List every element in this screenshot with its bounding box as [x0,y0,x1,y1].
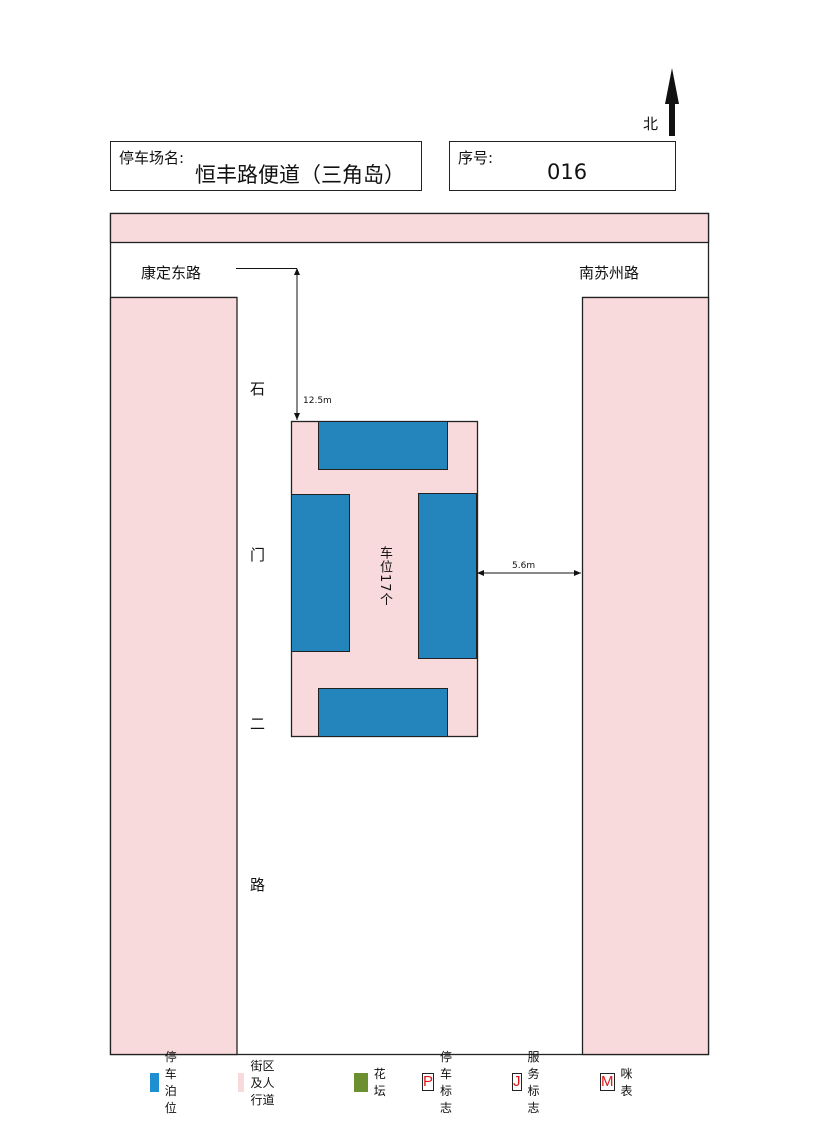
road-label-shimen-char-1: 石 [250,380,266,398]
legend-item-street: 街区及人行道 [238,1059,275,1107]
legend-item-flower-bed: 花坛 [354,1067,391,1098]
legend-item-meter: M 咪表 [600,1067,634,1098]
parking-bay-bottom [318,688,448,737]
north-arrow-icon [665,68,679,136]
legend-label: 停车标志 [440,1050,453,1115]
legend-label: 咪表 [620,1067,633,1098]
parking-name-box: 停车场名: 恒丰路便道（三角岛） [110,141,422,191]
parking-name-label: 停车场名: [119,149,185,167]
legend-label: 停车泊位 [164,1050,177,1115]
parking-bay-west [291,494,350,652]
street-block-east [581,296,710,1056]
road-label-nansuzhou: 南苏州路 [579,264,640,282]
sequence-box: 序号: 016 [449,141,676,191]
road-label-shimen-char-3: 二 [250,715,266,733]
parking-bay-east [418,493,477,659]
parking-bay-top [318,421,448,470]
north-label: 北 [643,115,659,133]
parking-spaces-label: 车位17个 [377,546,392,607]
road-label-shimen-char-4: 路 [250,876,266,894]
legend-item-parking: 停车泊位 [150,1050,187,1115]
street-block-north [109,212,710,244]
parking-name-value: 恒丰路便道（三角岛） [195,163,405,187]
legend-label: 街区及人行道 [250,1058,275,1107]
legend-item-service-sign: J 服务标志 [512,1050,546,1115]
service-sign-icon: J [512,1073,522,1091]
dimension-label-north: 12.5m [303,396,332,406]
legend-swatch-street [238,1072,245,1092]
sequence-value: 016 [547,160,588,184]
parking-sign-icon: P [422,1073,435,1091]
sequence-label: 序号: [458,149,494,167]
road-label-kangding: 康定东路 [141,264,202,282]
meter-icon: M [600,1073,615,1091]
legend-item-parking-sign: P 停车标志 [422,1050,456,1115]
legend-swatch-flower-bed [354,1072,368,1092]
road-label-shimen-char-2: 门 [250,546,266,564]
legend-swatch-parking [150,1072,159,1092]
street-block-west [109,296,238,1056]
dimension-label-east: 5.6m [512,561,536,571]
legend-label: 服务标志 [527,1050,540,1115]
legend-label: 花坛 [373,1067,386,1098]
